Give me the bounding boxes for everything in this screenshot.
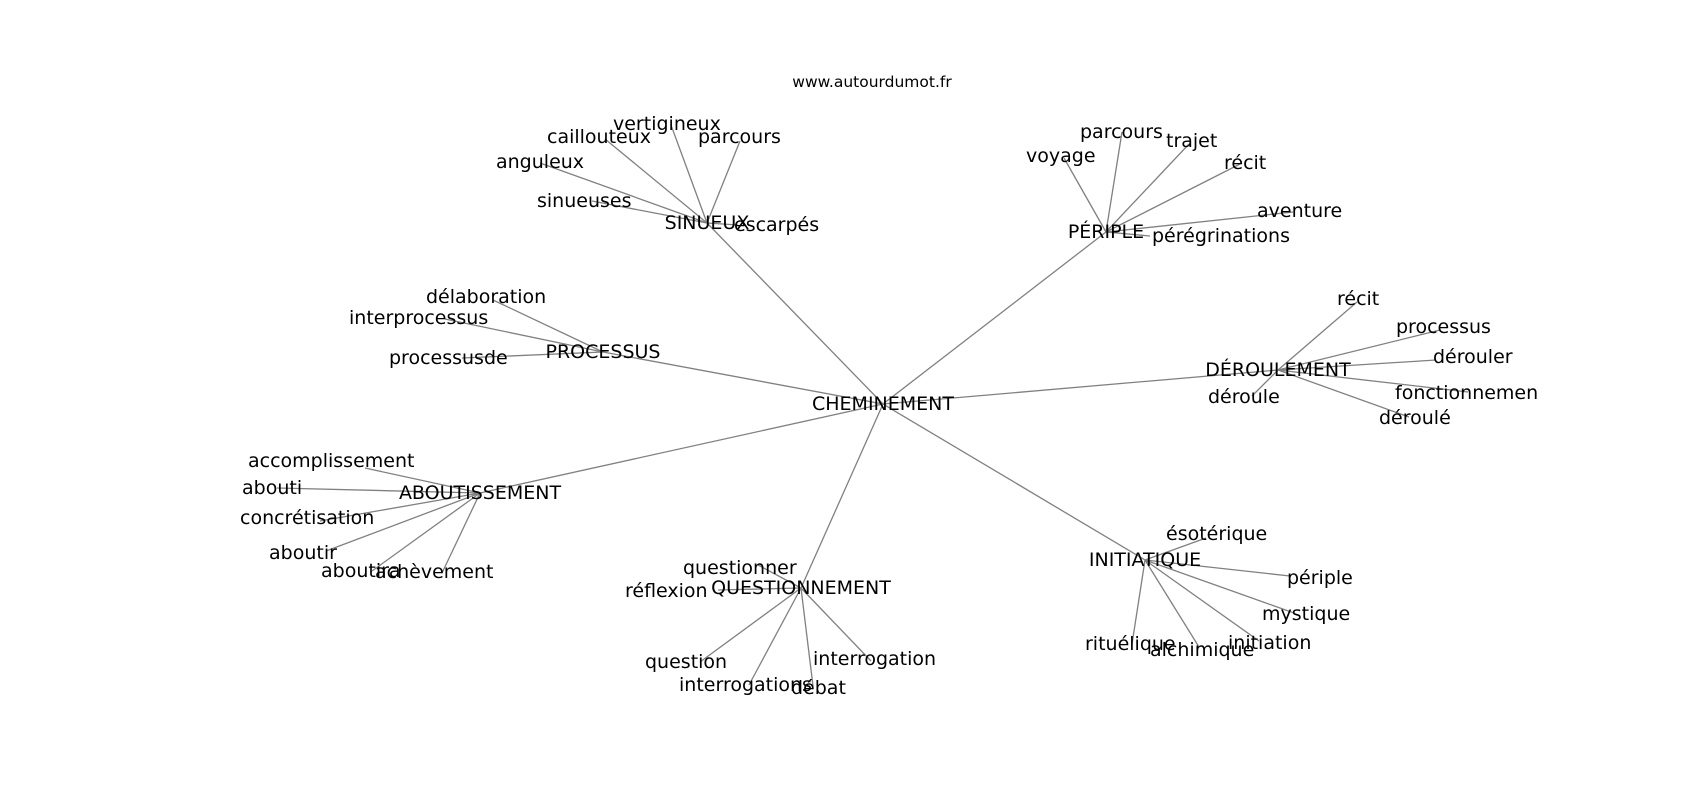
leaf-node-label: réflexion bbox=[625, 580, 708, 602]
leaf-node-label: anguleux bbox=[496, 151, 584, 173]
edge-2-0 bbox=[492, 299, 604, 353]
edge-3-3 bbox=[1251, 369, 1279, 397]
leaf-node-label: interprocessus bbox=[349, 307, 488, 329]
edge-6-4 bbox=[1144, 559, 1200, 648]
group-node-label: PROCESSUS bbox=[546, 341, 661, 363]
edge-4-5 bbox=[441, 492, 481, 574]
edge-1-1 bbox=[1105, 143, 1190, 233]
edge-5-5 bbox=[800, 587, 814, 687]
edge-0-2 bbox=[706, 140, 741, 224]
leaf-node-label: abouti bbox=[242, 477, 302, 499]
edge-5-1 bbox=[717, 587, 802, 591]
edge-5-3 bbox=[800, 587, 872, 662]
edge-root-3 bbox=[882, 369, 1279, 405]
edge-4-1 bbox=[276, 487, 481, 494]
leaf-node-label: processus bbox=[1396, 316, 1491, 338]
edge-6-1 bbox=[1144, 559, 1291, 577]
leaf-node-label: parcours bbox=[1080, 121, 1163, 143]
edge-0-5 bbox=[706, 222, 739, 226]
edge-1-3 bbox=[1105, 163, 1241, 233]
leaf-node-label: dérouler bbox=[1433, 346, 1513, 368]
edge-root-1 bbox=[882, 231, 1107, 405]
edge-1-4 bbox=[1105, 211, 1294, 233]
leaf-node-label: questionner bbox=[683, 557, 797, 579]
edge-4-0 bbox=[364, 467, 481, 494]
leaf-node-label: parcours bbox=[698, 126, 781, 148]
leaf-node-label: question bbox=[645, 651, 727, 673]
leaf-node-label: récit bbox=[1224, 152, 1266, 174]
edge-3-1 bbox=[1277, 329, 1441, 371]
group-node-label: ABOUTISSEMENT bbox=[399, 482, 562, 504]
edge-1-0 bbox=[1105, 131, 1123, 233]
labels: CHEMINEMENT SINUEUX vertigineuxcaillouteux… bbox=[240, 113, 1538, 699]
leaf-node-label: déroule bbox=[1208, 386, 1280, 408]
edge-0-0 bbox=[670, 124, 708, 224]
group-node-label: DÉROULEMENT bbox=[1205, 358, 1351, 381]
leaf-node-label: pérégrinations bbox=[1152, 225, 1290, 247]
leaf-node-label: ésotérique bbox=[1166, 523, 1267, 545]
leaf-node-label: déroulé bbox=[1379, 407, 1451, 429]
edge-6-2 bbox=[1144, 559, 1295, 614]
leaf-node-label: sinueuses bbox=[537, 190, 631, 212]
edge-5-0 bbox=[757, 564, 802, 589]
edge-0-3 bbox=[539, 162, 708, 224]
leaf-node-label: processusde bbox=[389, 347, 508, 369]
edge-root-0 bbox=[706, 222, 884, 405]
edge-3-0 bbox=[1277, 301, 1358, 371]
leaf-node-label: escarpés bbox=[734, 214, 819, 236]
leaf-node-label: aboutira bbox=[321, 560, 401, 582]
edge-root-5 bbox=[800, 403, 884, 589]
leaf-node-label: trajet bbox=[1166, 130, 1217, 152]
leaf-node-label: interrogations bbox=[679, 674, 812, 696]
leaf-node-label: accomplissement bbox=[248, 450, 414, 472]
edge-root-4 bbox=[479, 403, 884, 494]
root-node-label: CHEMINEMENT bbox=[812, 393, 954, 415]
group-node-label: INITIATIQUE bbox=[1089, 549, 1201, 571]
leaf-node-label: caillouteux bbox=[547, 126, 651, 148]
group-node-label: QUESTIONNEMENT bbox=[711, 577, 891, 599]
edge-4-2 bbox=[319, 492, 481, 522]
edges bbox=[276, 124, 1469, 687]
edge-1-5 bbox=[1105, 231, 1151, 237]
edge-4-4 bbox=[371, 492, 481, 572]
leaf-node-label: voyage bbox=[1026, 145, 1096, 167]
edge-root-6 bbox=[882, 403, 1146, 561]
leaf-node-label: alchimique bbox=[1150, 639, 1254, 661]
leaf-node-label: périple bbox=[1287, 567, 1353, 589]
leaf-node-label: interrogation bbox=[813, 648, 936, 670]
edge-0-1 bbox=[604, 138, 708, 224]
edge-root-2 bbox=[602, 351, 884, 405]
edge-3-5 bbox=[1277, 369, 1410, 418]
edge-2-1 bbox=[444, 318, 604, 353]
edge-4-3 bbox=[325, 492, 481, 552]
edge-6-5 bbox=[1144, 559, 1260, 642]
edge-5-4 bbox=[748, 587, 802, 686]
leaf-node-label: récit bbox=[1337, 288, 1379, 310]
edge-3-4 bbox=[1277, 369, 1469, 393]
edge-6-3 bbox=[1131, 559, 1146, 645]
leaf-node-label: aventure bbox=[1257, 200, 1342, 222]
leaf-node-label: délaboration bbox=[426, 286, 546, 308]
leaf-node-label: concrétisation bbox=[240, 507, 374, 529]
source-url: www.autourdumot.fr bbox=[792, 73, 952, 91]
leaf-node-label: mystique bbox=[1262, 603, 1350, 625]
leaf-node-label: débat bbox=[791, 677, 846, 699]
edge-5-2 bbox=[699, 587, 802, 663]
leaf-node-label: initiation bbox=[1228, 632, 1311, 654]
edge-3-2 bbox=[1277, 359, 1437, 371]
group-node-label: PÉRIPLE bbox=[1068, 220, 1144, 243]
leaf-node-label: vertigineux bbox=[613, 113, 721, 135]
leaf-node-label: fonctionnemen bbox=[1395, 382, 1538, 404]
edge-0-4 bbox=[591, 200, 708, 224]
leaf-node-label: rituélique bbox=[1085, 633, 1176, 655]
edge-1-2 bbox=[1063, 157, 1107, 233]
edge-6-0 bbox=[1144, 537, 1207, 561]
leaf-node-label: aboutir bbox=[269, 542, 337, 564]
leaf-node-label: achèvement bbox=[375, 561, 493, 583]
edge-2-2 bbox=[461, 351, 604, 359]
group-node-label: SINUEUX bbox=[665, 212, 750, 234]
